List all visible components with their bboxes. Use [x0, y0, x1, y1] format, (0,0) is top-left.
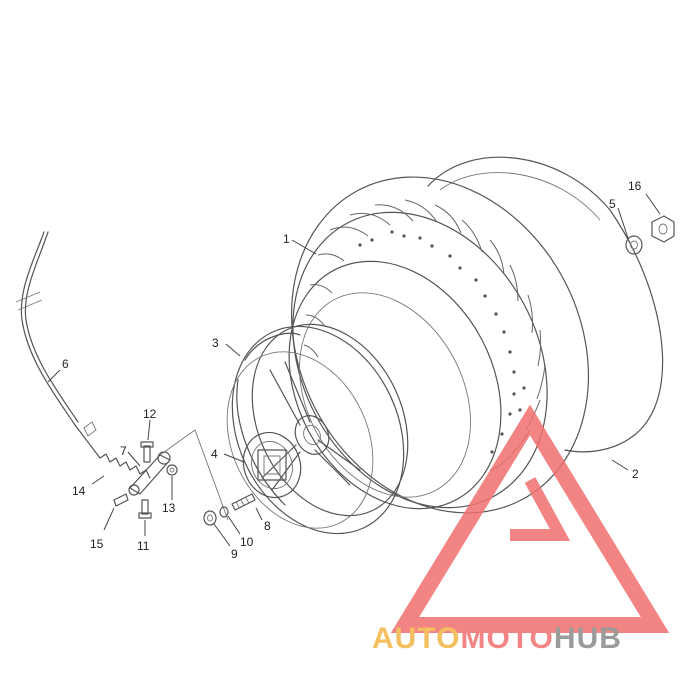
axle-nut	[651, 215, 675, 243]
callout-12: 12	[143, 407, 157, 421]
callout-4: 4	[211, 447, 218, 461]
seal	[203, 510, 217, 526]
callout-labels: 1 2 3 4 5 6 7 8 9 10 11 12 13 14 15 16	[62, 179, 642, 561]
watermark-logo: AUTOMOTOHUB	[372, 404, 670, 655]
callout-5: 5	[609, 197, 616, 211]
callout-10: 10	[240, 535, 254, 549]
callout-7: 7	[120, 444, 127, 458]
callout-3: 3	[212, 336, 219, 350]
watermark-text: AUTOMOTOHUB	[372, 622, 622, 655]
watermark-inner-mark	[510, 477, 571, 541]
cam-spindle	[231, 493, 256, 511]
callout-1: 1	[283, 232, 290, 246]
callout-15: 15	[90, 537, 104, 551]
brake-cable	[15, 231, 101, 459]
tyre	[288, 176, 590, 514]
brake-lever-arm	[128, 429, 229, 521]
adjuster-pin-15	[113, 493, 129, 507]
bolt-11	[138, 499, 152, 519]
watermark-text-auto: AUTO	[372, 622, 460, 655]
washer	[625, 235, 643, 255]
watermark-text-moto: MOTO	[460, 622, 553, 655]
callout-2: 2	[632, 467, 639, 481]
brake-drum-shoes	[242, 431, 302, 499]
brake-disc	[427, 156, 664, 453]
callout-8: 8	[264, 519, 271, 533]
rim	[226, 323, 409, 535]
callout-14: 14	[72, 484, 86, 498]
spring	[99, 453, 151, 479]
leader-lines	[47, 193, 661, 547]
callout-11: 11	[137, 539, 150, 553]
nut-13	[166, 464, 178, 476]
watermark-text-hub: HUB	[554, 622, 622, 655]
watermark-triangle	[390, 404, 670, 633]
callout-13: 13	[162, 501, 176, 515]
callout-6: 6	[62, 357, 69, 371]
ring	[219, 506, 229, 518]
callout-9: 9	[231, 547, 238, 561]
callout-16: 16	[628, 179, 642, 193]
bolt-12	[140, 441, 154, 463]
